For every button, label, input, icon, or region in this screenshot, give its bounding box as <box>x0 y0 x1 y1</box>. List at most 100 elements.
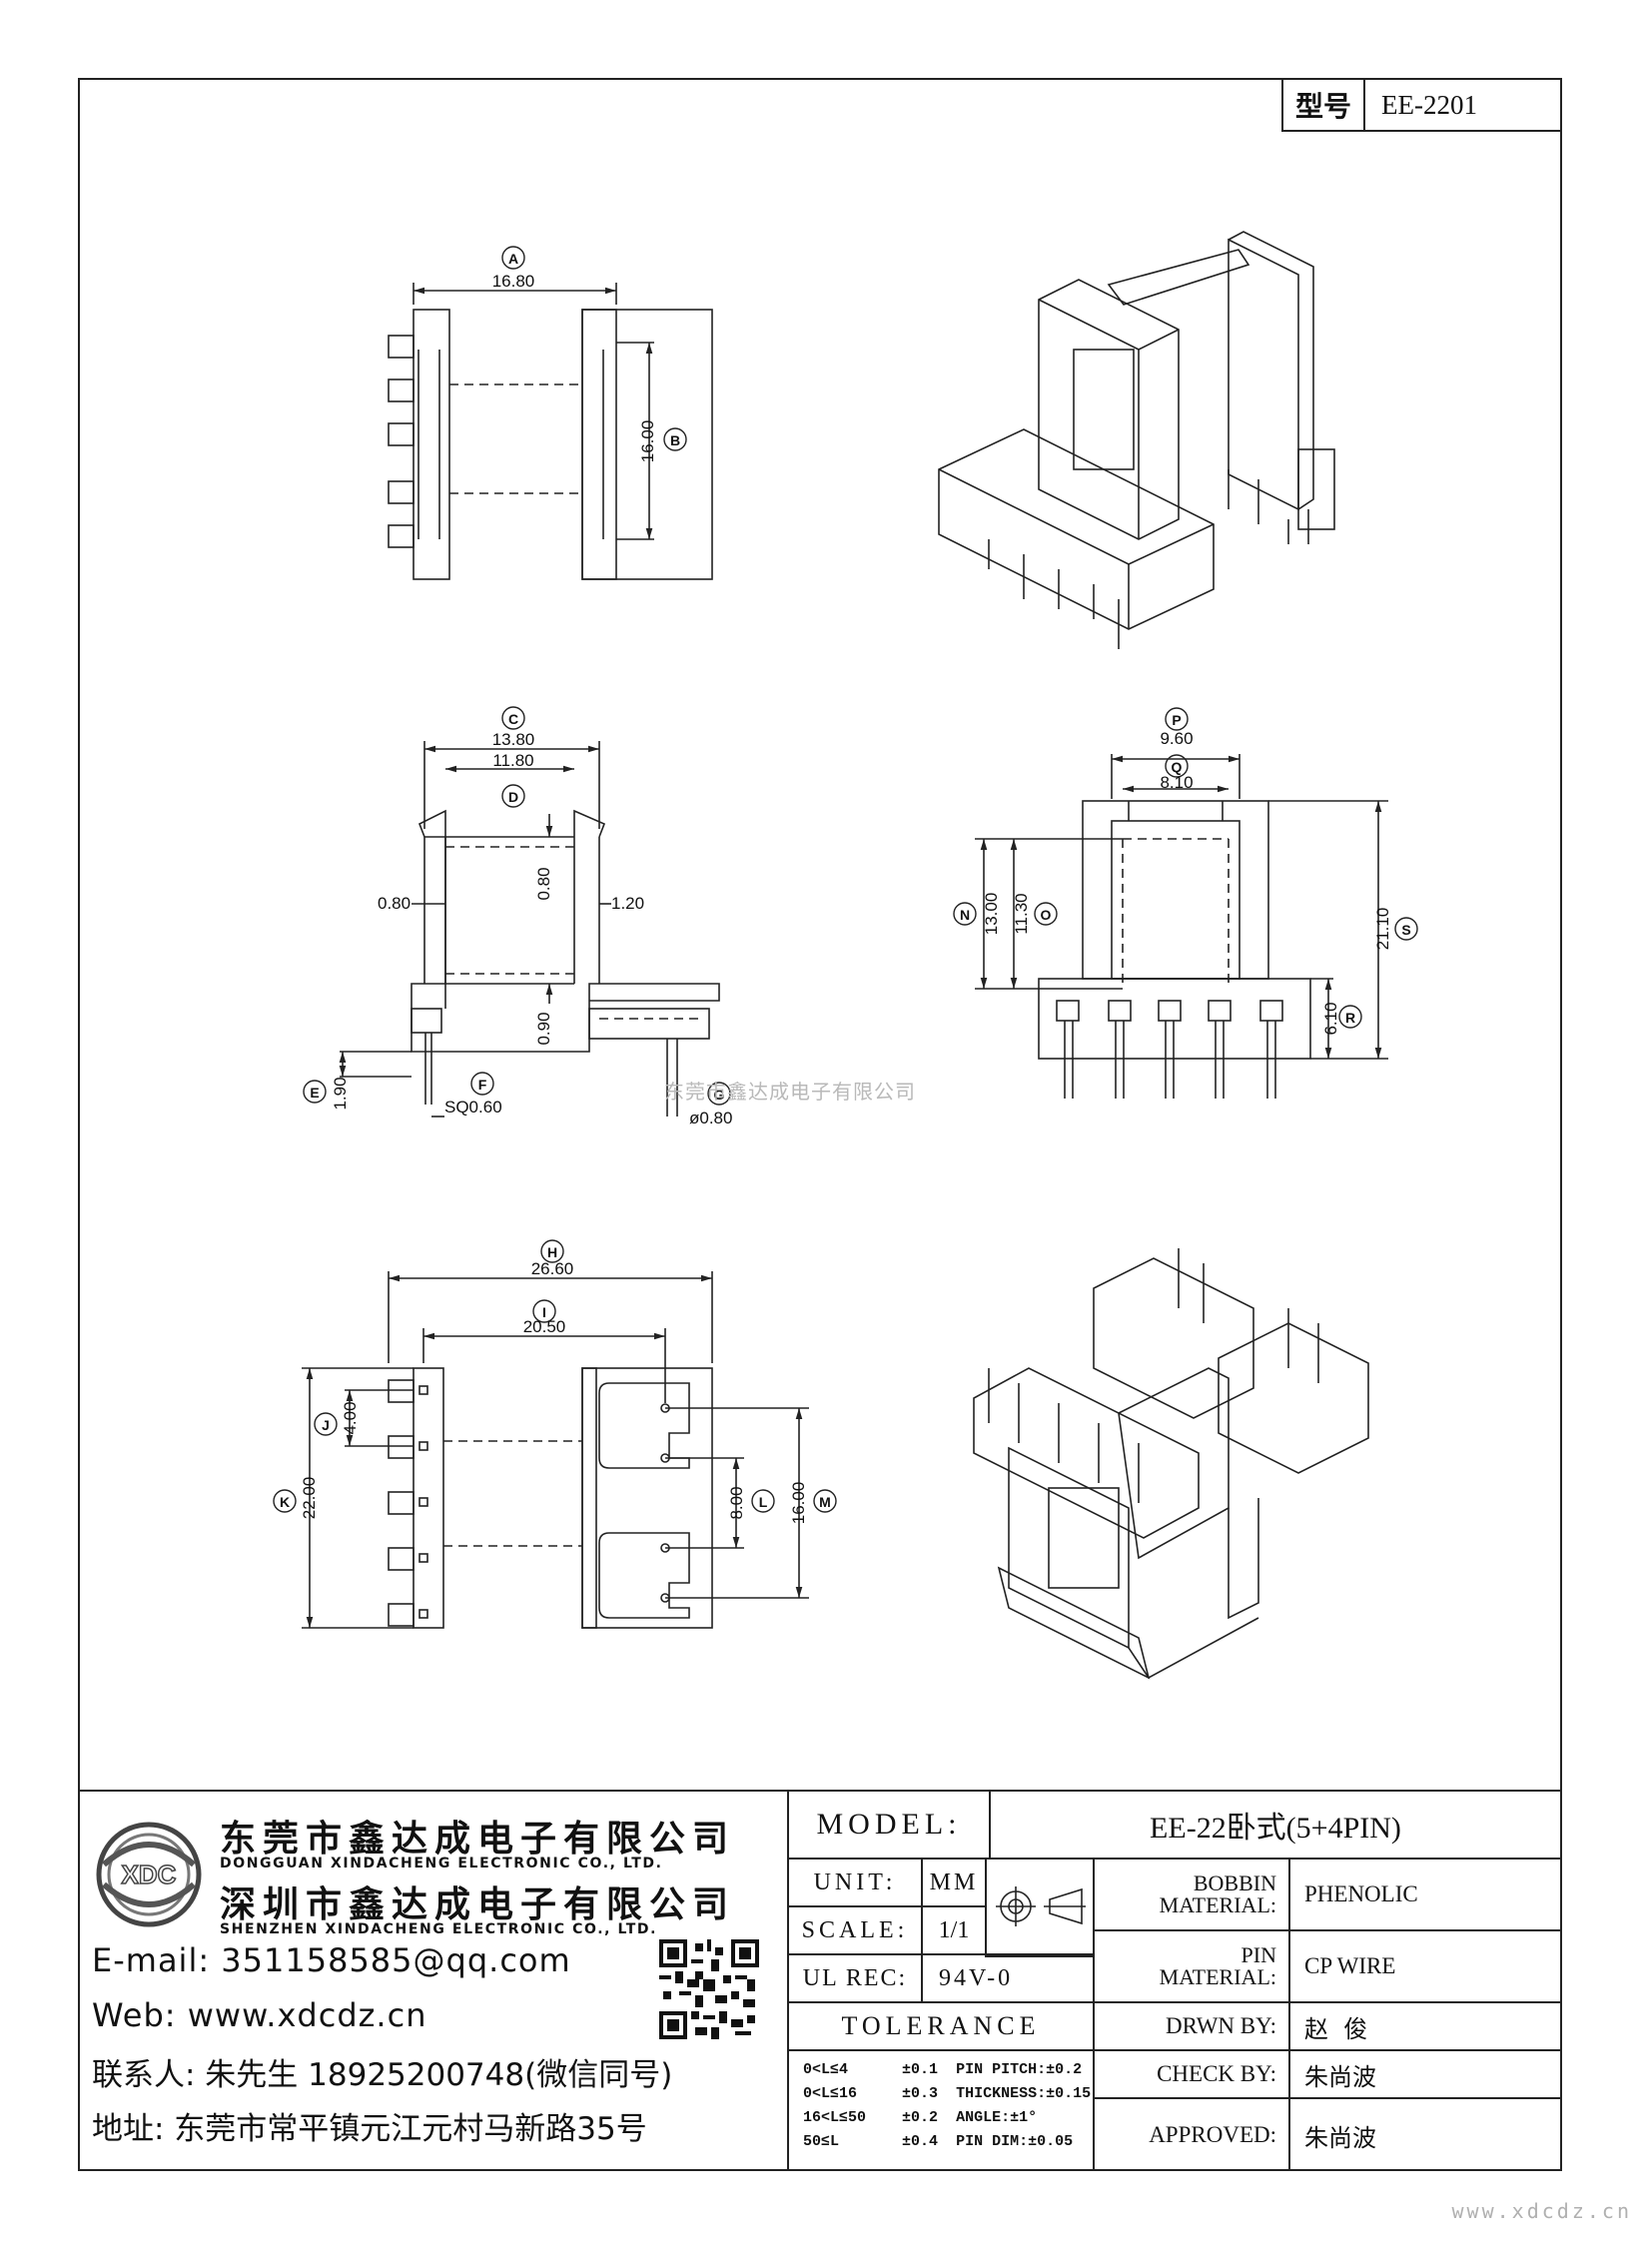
dim-H: H 26.60 <box>531 1239 574 1278</box>
svg-text:6.10: 6.10 <box>1321 1002 1340 1035</box>
tolerance-row: 0<L≤4 ±0.1 PIN PITCH:±0.2 <box>803 2061 1083 2078</box>
drawn-by-label: DRWN BY: <box>1093 2003 1288 2051</box>
svg-text:Q: Q <box>1172 759 1183 775</box>
tolerance-table: 0<L≤4 ±0.1 PIN PITCH:±0.2 0<L≤16 ±0.3 TH… <box>789 2051 1093 2171</box>
dim-D: 11.80 D <box>492 751 534 808</box>
svg-text:XDC: XDC <box>122 1860 177 1889</box>
dim-top-wall: 0.80 <box>534 867 553 900</box>
dim-F: F SQ0.60 <box>444 1072 502 1117</box>
tolerance-row: 50≤L ±0.4 PIN DIM:±0.05 <box>803 2133 1074 2150</box>
type-label: 型号 <box>1283 80 1365 130</box>
svg-text:22.00: 22.00 <box>300 1477 319 1520</box>
svg-text:SQ0.60: SQ0.60 <box>444 1098 502 1117</box>
web-line: Web: www.xdcdz.cn <box>92 1996 427 2034</box>
drawn-by-value: 赵 俊 <box>1288 2003 1560 2051</box>
svg-text:ø0.80: ø0.80 <box>689 1109 732 1127</box>
tolerance-row: 16<L≤50 ±0.2 ANGLE:±1° <box>803 2109 1038 2126</box>
qr-code <box>659 1939 759 2039</box>
tolerance-label: TOLERANCE <box>789 2003 1093 2051</box>
drawing-frame <box>78 78 1562 2171</box>
svg-text:11.80: 11.80 <box>492 751 533 770</box>
divider <box>985 1955 1093 1957</box>
svg-text:16.00: 16.00 <box>638 420 657 463</box>
dim-P: P 9.60 <box>1160 707 1194 748</box>
watermark-text: 东莞市鑫达成电子有限公司 <box>664 1080 916 1104</box>
svg-text:N: N <box>960 907 970 923</box>
bottom-view <box>302 1271 809 1629</box>
svg-text:S: S <box>1401 922 1410 938</box>
svg-text:K: K <box>280 1494 290 1510</box>
svg-text:O: O <box>1041 907 1052 923</box>
svg-text:P: P <box>1172 712 1181 728</box>
company-name-cn-shenzhen: 深圳市鑫达成电子有限公司 <box>220 1884 736 1925</box>
company-name-cn-dongguan: 东莞市鑫达成电子有限公司 <box>220 1819 736 1860</box>
svg-text:E: E <box>310 1085 319 1101</box>
dim-I: I 20.50 <box>523 1299 566 1336</box>
svg-text:9.60: 9.60 <box>1160 729 1193 748</box>
tolerance-row: 0<L≤16 ±0.3 THICKNESS:±0.15 <box>803 2085 1092 2102</box>
unit-label: UNIT: <box>789 1860 921 1907</box>
svg-text:26.60: 26.60 <box>531 1259 574 1278</box>
ul-rec-value: 94V-0 <box>921 1955 1093 2003</box>
isometric-view-upper <box>938 231 1335 649</box>
dim-Q: Q 8.10 <box>1160 754 1194 792</box>
email-line: E-mail: 351158585@qq.com <box>92 1941 571 1979</box>
dim-base-step: 0.90 <box>534 1012 553 1045</box>
company-panel: XDC 东莞市鑫达成电子有限公司 DONGGUAN XINDACHENG ELE… <box>78 1792 789 2171</box>
svg-text:13.80: 13.80 <box>492 730 535 749</box>
side-view <box>339 741 720 1118</box>
dim-K: K 22.00 <box>273 1477 319 1520</box>
svg-text:G: G <box>714 1087 725 1103</box>
svg-text:20.50: 20.50 <box>523 1317 566 1336</box>
dim-E: E 1.90 <box>303 1077 350 1111</box>
svg-text:M: M <box>819 1494 831 1510</box>
dim-C: C 13.80 <box>492 706 535 749</box>
dim-B: B 16.00 <box>638 420 687 463</box>
divider <box>1093 1860 1095 2051</box>
svg-text:21.10: 21.10 <box>1373 908 1392 951</box>
svg-text:L: L <box>759 1494 768 1510</box>
title-block: XDC 东莞市鑫达成电子有限公司 DONGGUAN XINDACHENG ELE… <box>78 1790 1562 2171</box>
model-value: EE-22卧式(5+4PIN) <box>989 1792 1560 1860</box>
ul-rec-label: UL REC: <box>789 1955 921 2003</box>
check-by-value: 朱尚波 <box>1288 2051 1560 2099</box>
svg-text:I: I <box>542 1304 546 1320</box>
svg-text:R: R <box>1345 1010 1355 1026</box>
top-view <box>388 283 713 580</box>
projection-symbol <box>985 1860 1093 1955</box>
svg-text:1.90: 1.90 <box>331 1077 350 1110</box>
svg-text:F: F <box>478 1077 487 1093</box>
type-value: EE-2201 <box>1381 89 1477 120</box>
check-by-label: CHECK BY: <box>1093 2051 1288 2099</box>
type-number-box: 型号 EE-2201 <box>1281 80 1560 132</box>
model-label: MODEL: <box>789 1792 989 1860</box>
svg-text:H: H <box>547 1244 557 1260</box>
svg-text:8.10: 8.10 <box>1160 773 1193 792</box>
company-name-en-dongguan: DONGGUAN XINDACHENG ELECTRONIC CO., LTD. <box>220 1856 663 1871</box>
svg-text:16.00: 16.00 <box>789 1482 808 1525</box>
dim-L: L 8.00 <box>727 1486 775 1520</box>
approved-label: APPROVED: <box>1149 2122 1276 2147</box>
pin-material-value: CP WIRE <box>1288 1931 1560 2003</box>
scale-value: 1/1 <box>921 1907 985 1955</box>
svg-text:A: A <box>508 251 518 267</box>
dim-G: G ø0.80 <box>689 1082 732 1127</box>
scale-label: SCALE: <box>789 1907 921 1955</box>
unit-value: MM <box>921 1860 985 1907</box>
address-line: 地址: 东莞市常平镇元江元村马新路35号 <box>92 2111 647 2147</box>
approved-value: 朱尚波 <box>1288 2099 1560 2171</box>
company-name-en-shenzhen: SHENZHEN XINDACHENG ELECTRONIC CO., LTD. <box>220 1921 658 1937</box>
contact-line: 联系人: 朱先生 18925200748(微信同号) <box>92 2057 673 2093</box>
svg-text:C: C <box>508 711 518 727</box>
dim-O: O 11.30 <box>1012 893 1058 935</box>
svg-text:13.00: 13.00 <box>982 893 1001 936</box>
svg-text:8.00: 8.00 <box>727 1486 746 1519</box>
svg-text:16.80: 16.80 <box>492 272 535 291</box>
dim-N: N 13.00 <box>953 893 1001 936</box>
footer-site: www.xdcdz.cn <box>1451 2199 1632 2223</box>
company-logo: XDC <box>96 1822 202 1927</box>
dim-J: J 4.00 <box>314 1401 360 1436</box>
bobbin-material-value: PHENOLIC <box>1288 1860 1560 1931</box>
